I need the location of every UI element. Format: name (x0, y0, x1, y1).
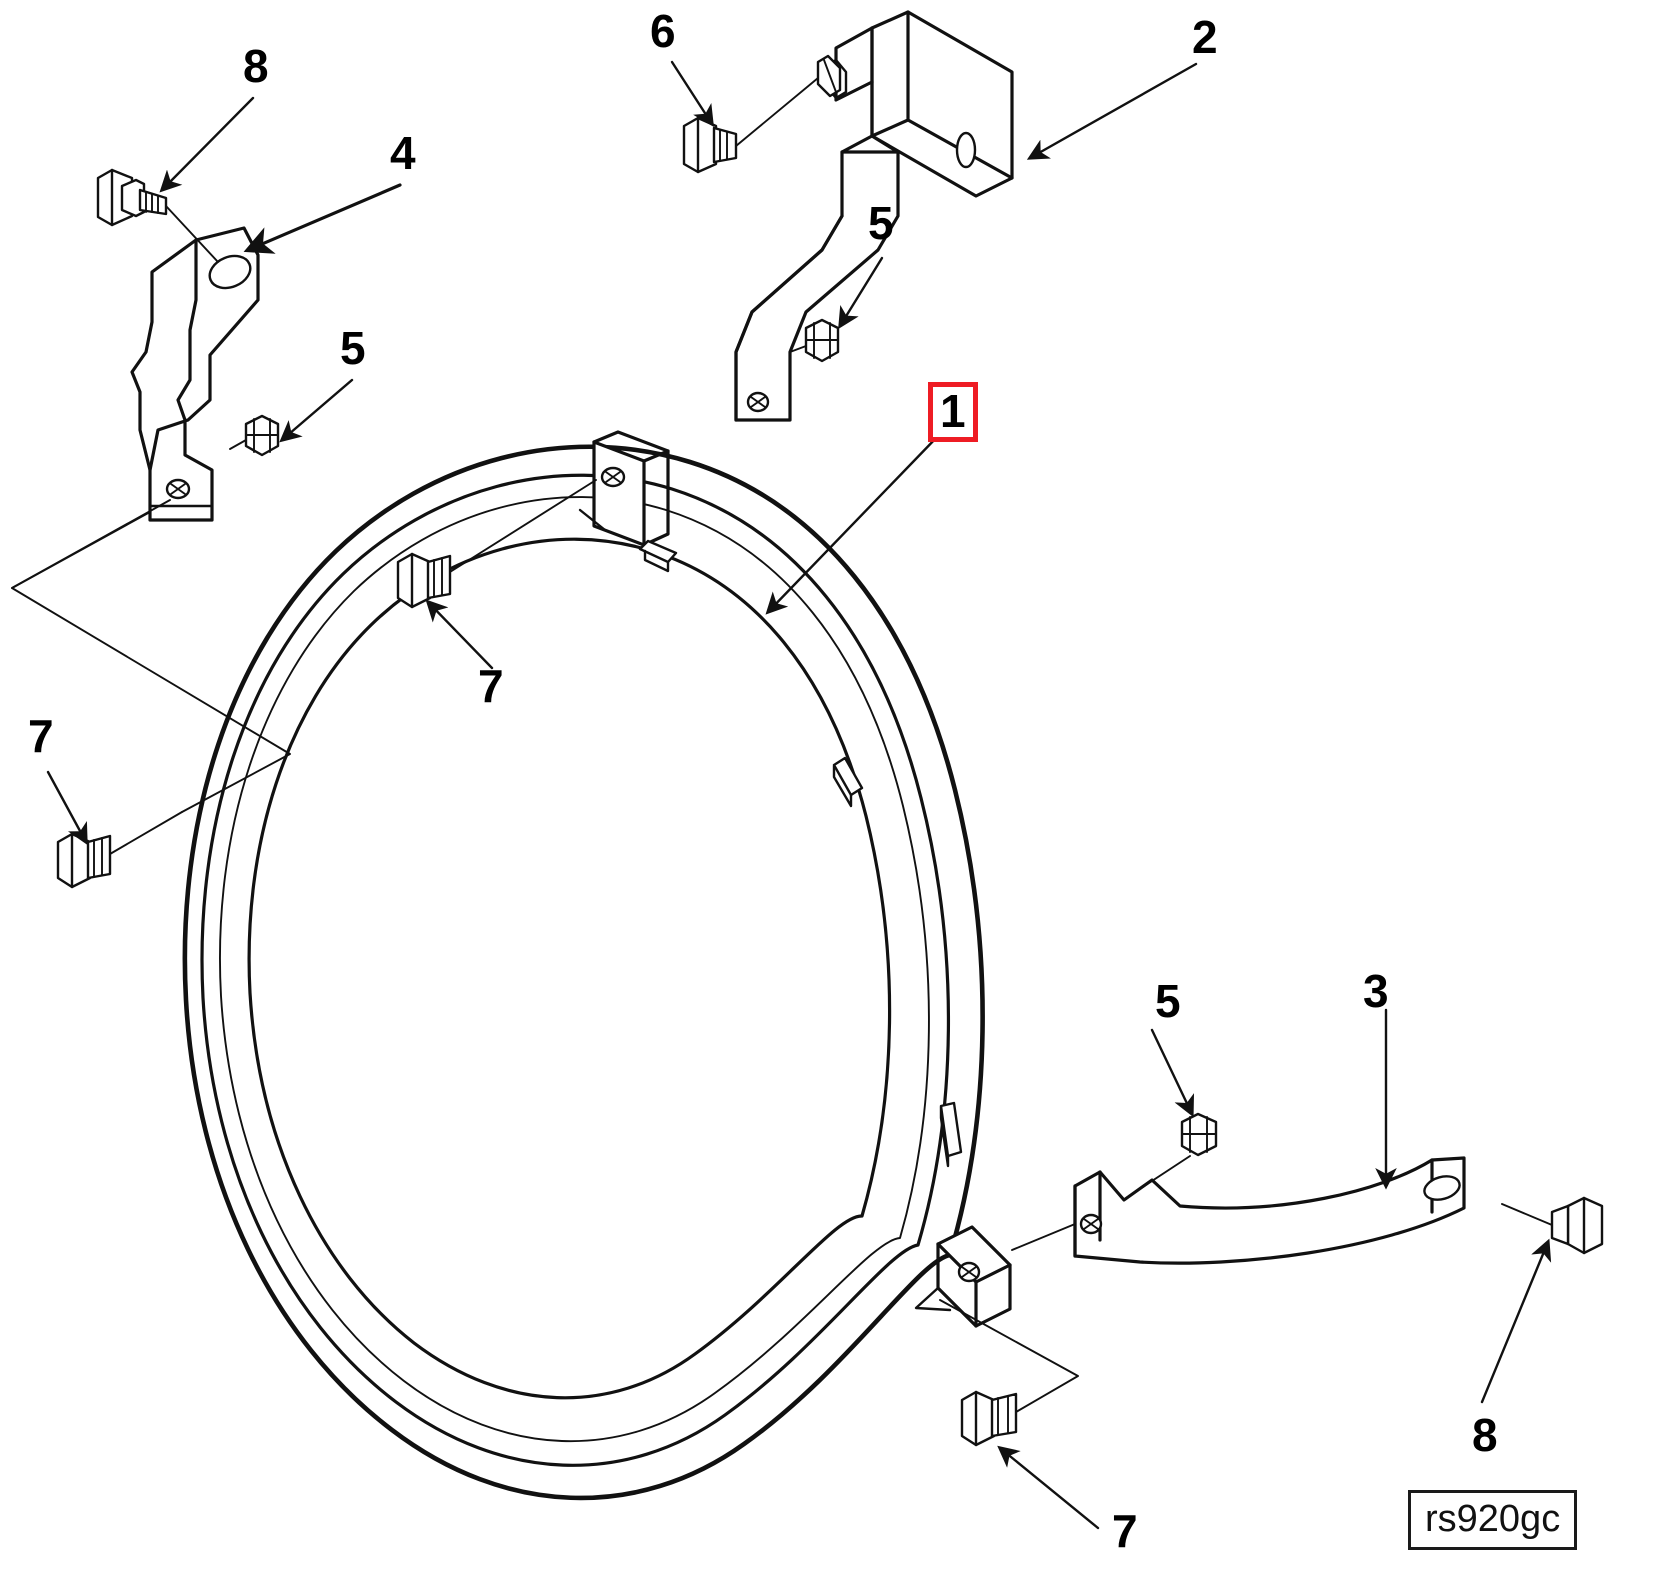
callout-number: 7 (478, 660, 504, 712)
ring-clip-lower (939, 1101, 963, 1168)
callout-number: 8 (1472, 1409, 1498, 1461)
callout-number: 7 (28, 710, 54, 762)
callout-number: 8 (243, 40, 269, 92)
part-nut-5-upperleft (229, 414, 280, 457)
leader-1-ring (765, 434, 940, 615)
part-lower-right-strap (1011, 1155, 1466, 1265)
leader-5-lowerright (1150, 1028, 1195, 1118)
callout-number-highlighted: 1 (928, 382, 978, 442)
leader-8-bottomright (1480, 1238, 1552, 1404)
callout-number: 7 (1112, 1505, 1138, 1557)
leader-8-topleft (159, 96, 255, 193)
ring-clip-right (832, 756, 864, 808)
ring-clip-upper (638, 539, 678, 573)
leader-5-upperleft (279, 378, 354, 443)
callout-number: 5 (1155, 975, 1181, 1027)
callout-number: 2 (1192, 11, 1218, 63)
callout-number: 4 (390, 127, 416, 179)
callout-number: 3 (1363, 965, 1389, 1017)
part-bolt-7-inner (396, 479, 597, 609)
leader-6 (670, 60, 714, 128)
part-ring (182, 430, 1012, 1501)
callout-number: 6 (650, 5, 676, 57)
leader-7-left (46, 770, 88, 846)
leader-7-inner (425, 599, 494, 670)
leader-5-upperright (838, 256, 884, 330)
part-nut-5-lowerright (1180, 1112, 1218, 1157)
callout-leader-arrows (46, 60, 1552, 1530)
leader-2 (1026, 62, 1198, 160)
callout-number: 5 (868, 197, 894, 249)
part-nut-5-upperright (789, 318, 840, 363)
part-bolt-8-topleft (96, 168, 219, 263)
part-bolt-8-bottomright (1501, 1196, 1604, 1255)
leader-7-bottom (997, 1445, 1100, 1530)
ring-tab-bottom (914, 1225, 1012, 1328)
part-upper-right-bracket (734, 10, 1014, 422)
leader-4-topleft (243, 183, 402, 254)
part-bolt-6-topcenter (682, 77, 819, 174)
leader-lines-left-v (11, 499, 291, 813)
part-bolt-7-left (56, 811, 183, 889)
part-upper-left-bracket (130, 226, 260, 522)
part-bolt-7-bottom (939, 1299, 1079, 1447)
figure-id-label: rs920gc (1408, 1490, 1578, 1550)
callout-number: 5 (340, 322, 366, 374)
